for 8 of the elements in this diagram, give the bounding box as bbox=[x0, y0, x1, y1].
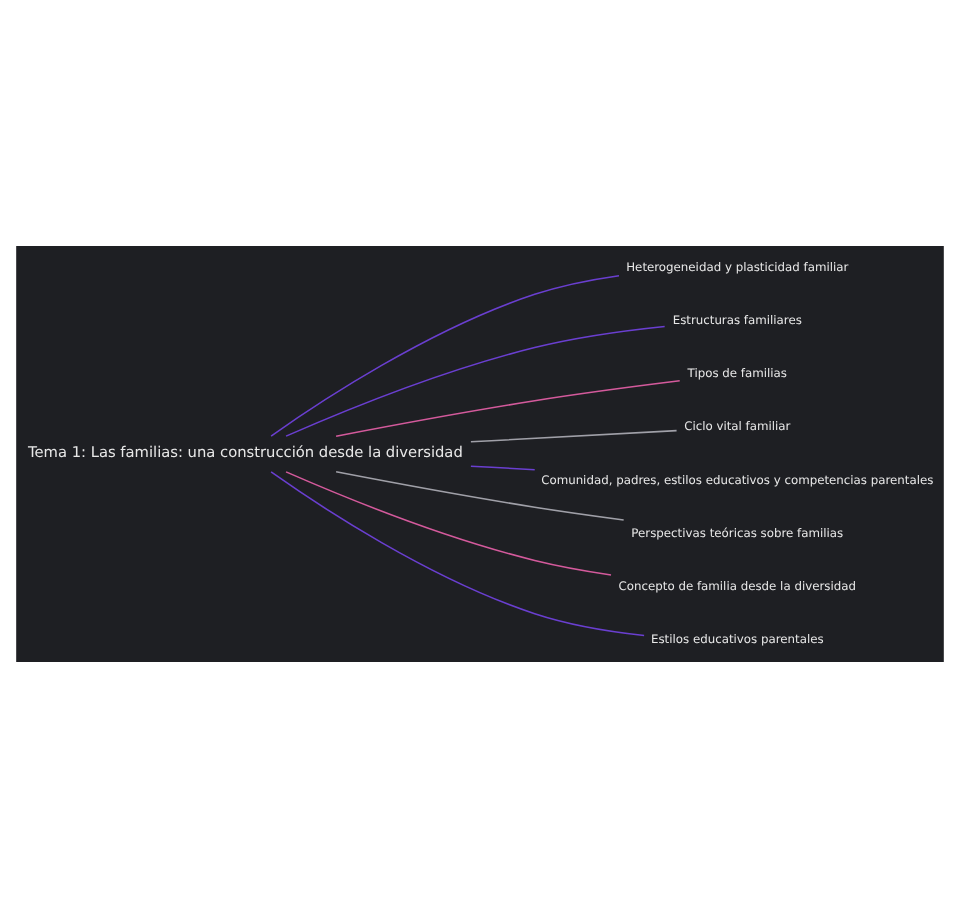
connector bbox=[285, 324, 666, 436]
connector bbox=[285, 470, 612, 575]
connector bbox=[470, 428, 678, 442]
connector bbox=[470, 464, 536, 470]
connector bbox=[270, 273, 620, 436]
connector bbox=[335, 379, 681, 436]
connector bbox=[335, 470, 625, 520]
connector bbox=[270, 470, 645, 636]
